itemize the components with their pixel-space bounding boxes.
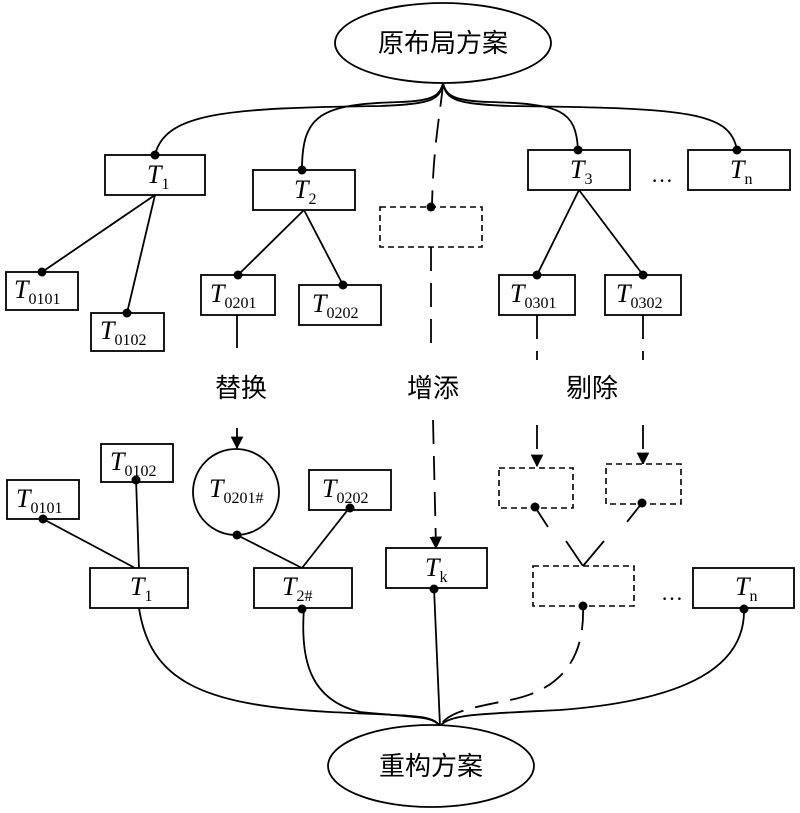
node-t0102: T0102 bbox=[90, 312, 165, 352]
restructured-plan-node: 重构方案 bbox=[327, 724, 535, 808]
node-tn: Tn bbox=[687, 149, 791, 191]
node-t0201: T0201 bbox=[200, 274, 276, 316]
node-t1: T1 bbox=[104, 154, 206, 196]
svg-text:T0202: T0202 bbox=[312, 289, 358, 322]
svg-text:T0301: T0301 bbox=[510, 279, 556, 312]
node-add-placeholder bbox=[379, 206, 483, 248]
svg-text:T0102: T0102 bbox=[100, 316, 146, 349]
bottom-edges bbox=[42, 477, 643, 569]
svg-text:T2: T2 bbox=[294, 175, 316, 208]
node-t0202: T0202 bbox=[298, 284, 382, 326]
connector-dots bbox=[37, 145, 749, 614]
add-label: 增添 bbox=[407, 374, 459, 404]
svg-text:T0202: T0202 bbox=[322, 474, 368, 507]
svg-text:T0101: T0101 bbox=[16, 484, 62, 517]
node-t0101: T0101 bbox=[5, 271, 79, 311]
svg-text:Tn: Tn bbox=[735, 572, 757, 605]
node-t0301: T0301 bbox=[498, 274, 576, 316]
svg-text:T0201: T0201 bbox=[210, 279, 256, 312]
node-b-t1: T1 bbox=[89, 567, 189, 609]
svg-text:Tn: Tn bbox=[730, 155, 752, 188]
svg-text:Tk: Tk bbox=[425, 553, 447, 586]
top-edges bbox=[154, 82, 738, 208]
node-t2: T2 bbox=[252, 169, 356, 211]
node-removed-1 bbox=[498, 467, 574, 509]
svg-text:T1: T1 bbox=[147, 160, 169, 193]
node-b-t0202: T0202 bbox=[308, 469, 392, 511]
svg-text:T0102: T0102 bbox=[110, 447, 156, 480]
node-t3: T3 bbox=[527, 149, 631, 191]
edge-top-t2 bbox=[301, 82, 444, 171]
edge-top-t1 bbox=[154, 82, 444, 156]
restructured-plan-label: 重构方案 bbox=[379, 752, 483, 782]
node-b-t0101: T0101 bbox=[6, 479, 80, 520]
node-removed-2 bbox=[605, 463, 682, 505]
svg-text:T0101: T0101 bbox=[14, 275, 60, 308]
node-b-t2-hash: T2# bbox=[253, 567, 353, 609]
original-layout-node: 原布局方案 bbox=[334, 2, 552, 84]
node-b-tn: Tn bbox=[692, 567, 795, 609]
add-operation: 增添 bbox=[407, 247, 459, 550]
bottom-converge-edges bbox=[138, 587, 745, 727]
edge-top-add bbox=[431, 82, 444, 208]
ellipsis-bottom: … bbox=[661, 580, 683, 605]
ellipsis-top: … bbox=[651, 162, 673, 187]
remove-label: 剔除 bbox=[566, 374, 618, 404]
node-t0302: T0302 bbox=[604, 274, 682, 316]
replace-operation: 替换 bbox=[215, 315, 267, 450]
edge-top-t3 bbox=[442, 82, 579, 151]
node-b-tk: Tk bbox=[385, 547, 488, 589]
svg-text:T0201#: T0201# bbox=[209, 474, 263, 507]
node-removed-merged bbox=[532, 565, 635, 607]
svg-text:T0302: T0302 bbox=[616, 279, 662, 312]
svg-text:T2#: T2# bbox=[282, 572, 312, 605]
edge-top-tn bbox=[442, 82, 738, 151]
node-b-t0201-hash: T0201# bbox=[192, 448, 280, 536]
svg-text:T3: T3 bbox=[570, 155, 592, 188]
level2-edges bbox=[41, 189, 644, 314]
replace-label: 替换 bbox=[215, 374, 267, 404]
remove-operation: 剔除 bbox=[530, 315, 650, 468]
original-layout-label: 原布局方案 bbox=[378, 29, 508, 59]
svg-text:T1: T1 bbox=[130, 572, 152, 605]
node-b-t0102: T0102 bbox=[100, 443, 174, 483]
